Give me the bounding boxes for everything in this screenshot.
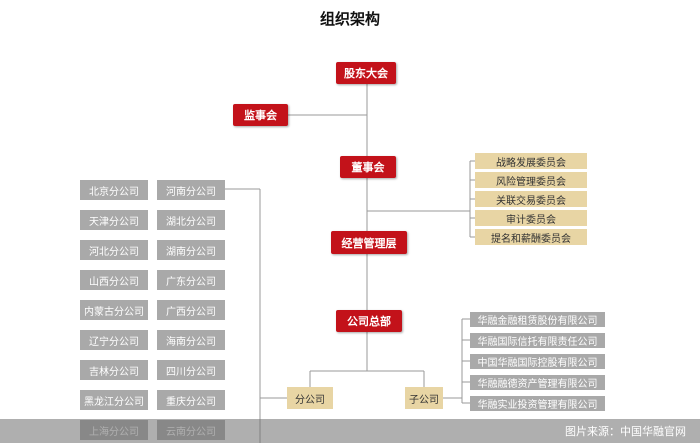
- branch-box: 重庆分公司: [157, 390, 225, 410]
- subsidiary-box: 华融实业投资管理有限公司: [470, 396, 605, 411]
- committee-box: 风险管理委员会: [475, 172, 587, 188]
- image-source-banner: 图片来源：中国华融官网: [0, 419, 700, 443]
- branch-box: 河北分公司: [80, 240, 148, 260]
- management-box: 经营管理层: [331, 231, 407, 254]
- subsidiary-box: 中国华融国际控股有限公司: [470, 354, 605, 369]
- branch-box: 四川分公司: [157, 360, 225, 380]
- subsidiary-box: 华融国际信托有限责任公司: [470, 333, 605, 348]
- committee-box: 关联交易委员会: [475, 191, 587, 207]
- branch-box: 北京分公司: [80, 180, 148, 200]
- subsidiaries-label-box: 子公司: [405, 387, 443, 409]
- branch-box: 广西分公司: [157, 300, 225, 320]
- committee-box: 提名和薪酬委员会: [475, 229, 587, 245]
- committee-box: 审计委员会: [475, 210, 587, 226]
- branch-box: 天津分公司: [80, 210, 148, 230]
- headquarters-box: 公司总部: [336, 310, 402, 332]
- branches-label-box: 分公司: [287, 387, 333, 409]
- branch-box: 湖北分公司: [157, 210, 225, 230]
- branch-box: 湖南分公司: [157, 240, 225, 260]
- branch-box: 内蒙古分公司: [80, 300, 148, 320]
- board-of-directors-box: 董事会: [340, 156, 396, 178]
- branch-box: 黑龙江分公司: [80, 390, 148, 410]
- branch-box: 广东分公司: [157, 270, 225, 290]
- supervisory-board-box: 监事会: [233, 104, 288, 126]
- shareholders-meeting-box: 股东大会: [336, 62, 396, 84]
- branch-box: 辽宁分公司: [80, 330, 148, 350]
- branch-box: 河南分公司: [157, 180, 225, 200]
- branch-box: 海南分公司: [157, 330, 225, 350]
- branch-box: 吉林分公司: [80, 360, 148, 380]
- committee-box: 战略发展委员会: [475, 153, 587, 169]
- branch-box: 山西分公司: [80, 270, 148, 290]
- subsidiary-box: 华融金融租赁股份有限公司: [470, 312, 605, 327]
- diagram-title: 组织架构: [319, 10, 380, 28]
- subsidiary-box: 华融融德资产管理有限公司: [470, 375, 605, 390]
- image-source-text: 图片来源：中国华融官网: [565, 425, 686, 438]
